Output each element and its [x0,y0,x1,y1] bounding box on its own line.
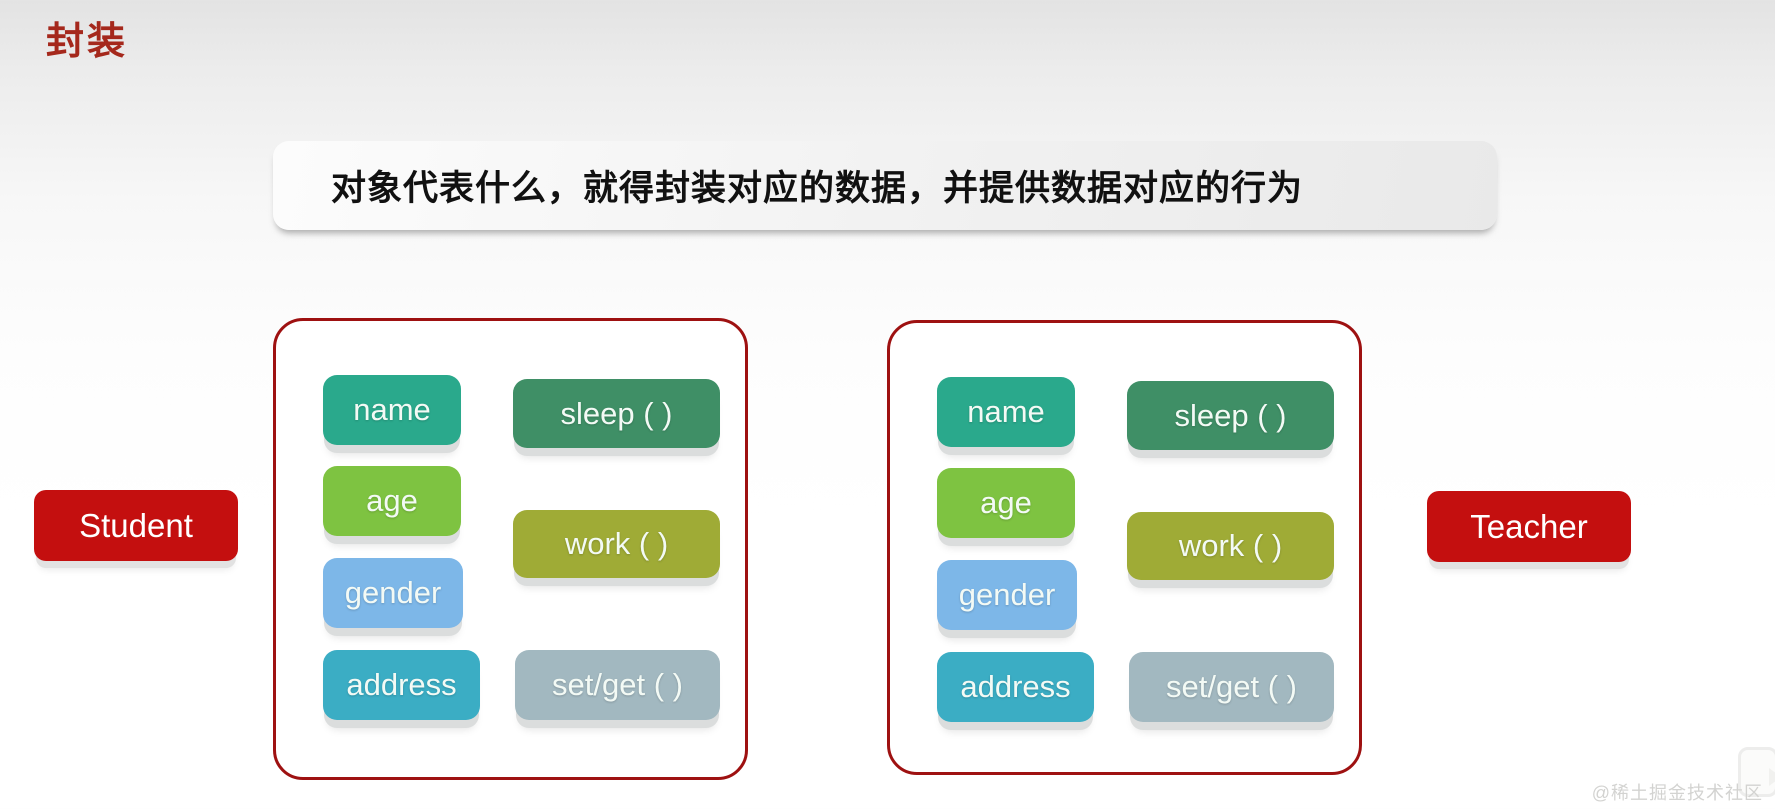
statement-banner: 对象代表什么，就得封装对应的数据，并提供数据对应的行为 [273,141,1497,230]
attribute-pill-age: age [323,466,461,536]
page-title: 封装 [46,21,129,63]
statement-text: 对象代表什么，就得封装对应的数据，并提供数据对应的行为 [330,169,1303,208]
method-pill-sleep: sleep ( ) [1127,381,1334,450]
attribute-pill-address: address [323,650,480,720]
attribute-pill-name: name [323,375,461,445]
class-label-teacher: Teacher [1427,491,1631,562]
attribute-pill-gender: gender [937,560,1077,630]
method-pill-setget: set/get ( ) [1129,652,1334,722]
teacher-class-box: name age gender address sleep ( ) work (… [887,320,1362,775]
class-label-student: Student [34,490,238,561]
method-pill-setget: set/get ( ) [515,650,720,720]
attribute-pill-gender: gender [323,558,463,628]
attribute-pill-age: age [937,468,1075,538]
attribute-pill-address: address [937,652,1094,722]
method-pill-sleep: sleep ( ) [513,379,720,448]
juejin-logo-icon [1738,747,1775,797]
watermark-text: @稀土掘金技术社区 [1591,783,1763,803]
student-class-box: name age gender address sleep ( ) work (… [273,318,748,780]
method-pill-work: work ( ) [513,510,720,578]
attribute-pill-name: name [937,377,1075,447]
method-pill-work: work ( ) [1127,512,1334,580]
